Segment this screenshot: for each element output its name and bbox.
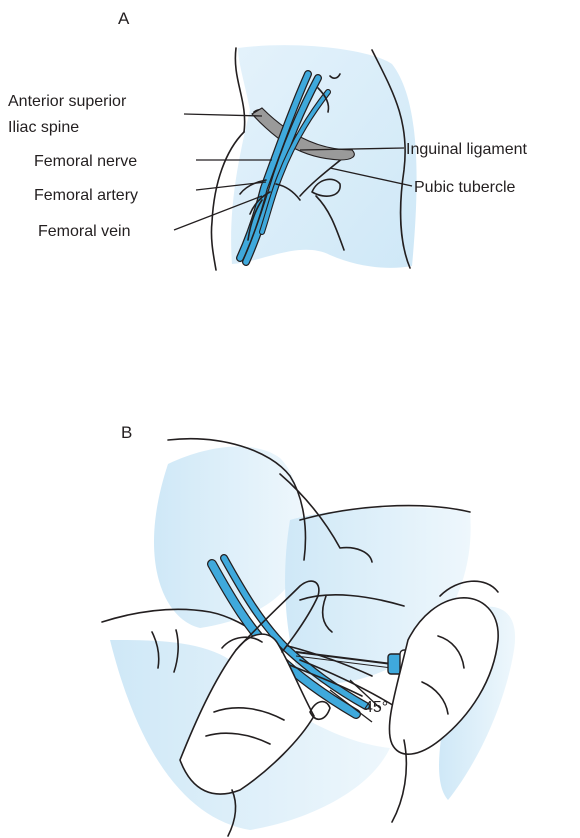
panel-a-letter: A [118,9,130,28]
panel-b: B [102,423,515,836]
panel-b-letter: B [121,423,132,442]
label-femoral-nerve: Femoral nerve [34,153,137,170]
label-pubic-tubercle: Pubic tubercle [414,179,515,196]
label-femoral-vein: Femoral vein [38,223,130,240]
label-angle-45: 45° [364,699,388,716]
label-femoral-artery: Femoral artery [34,187,138,204]
label-asis-line2: Iliac spine [8,119,79,136]
panel-a: A [8,9,528,270]
label-asis-line1: Anterior superior [8,93,127,110]
label-inguinal-ligament: Inguinal ligament [406,141,528,158]
